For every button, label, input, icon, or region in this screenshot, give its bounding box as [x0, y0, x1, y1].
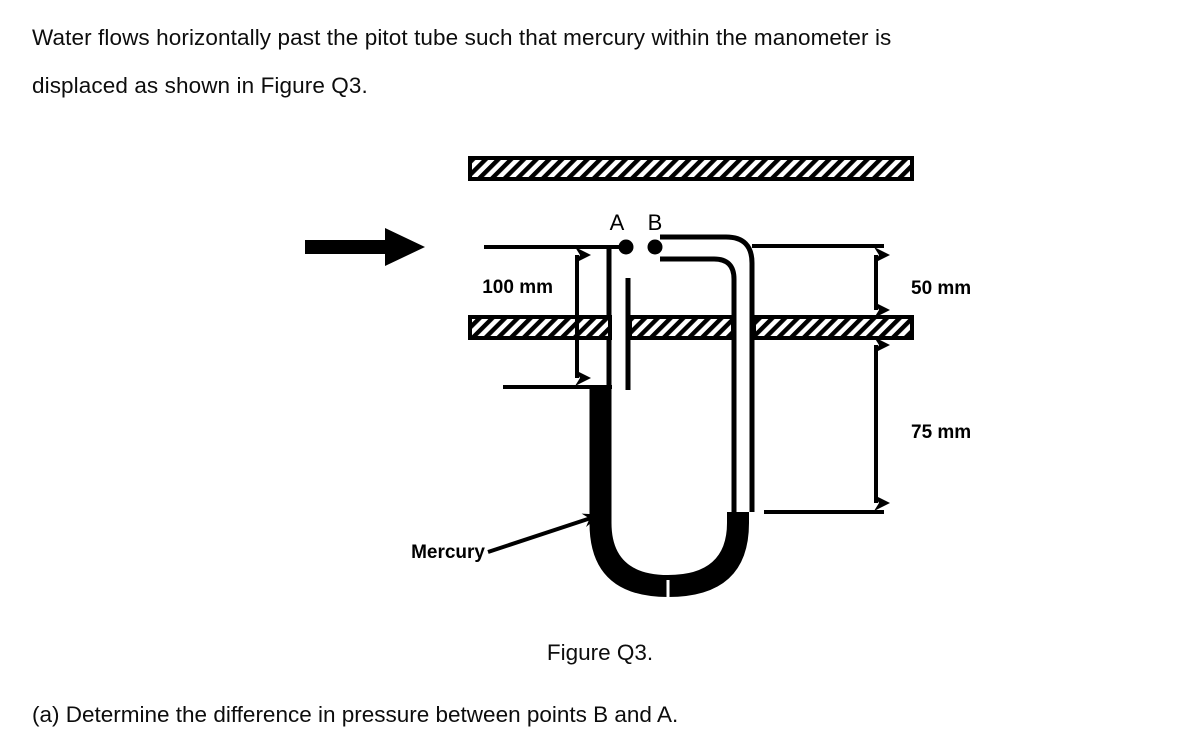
upper-pipe-wall	[468, 156, 914, 181]
mercury-annotation-label: Mercury	[411, 542, 485, 563]
lower-wall-segment-3	[752, 315, 914, 340]
pitot-tube-outer-wall	[660, 234, 755, 512]
lower-pipe-wall	[468, 315, 914, 340]
leader-arrow-icon	[487, 513, 601, 554]
point-a-label: A	[610, 210, 625, 235]
dimension-50mm-label: 50 mm	[911, 278, 971, 299]
point-a-dot	[618, 239, 634, 255]
figure-diagram: A B	[0, 120, 1200, 630]
point-b-dot	[647, 239, 663, 255]
pitot-tube	[660, 234, 755, 512]
dimension-50mm	[752, 244, 890, 318]
dimension-100mm	[503, 247, 612, 389]
point-b-label: B	[648, 210, 663, 235]
manometer-left-leg-lower	[606, 338, 631, 390]
mercury-leader-line	[487, 513, 601, 554]
dimension-100mm-label: 100 mm	[482, 277, 553, 298]
point-b-marker	[647, 239, 663, 255]
intro-line-2: displaced as shown in Figure Q3.	[32, 73, 368, 98]
dimension-75mm	[764, 337, 890, 514]
flow-arrow-shape	[305, 228, 425, 266]
pitot-manometer-drawing: A B	[305, 156, 971, 597]
intro-paragraph: Water flows horizontally past the pitot …	[32, 14, 1182, 110]
lower-wall-segment-1	[468, 315, 612, 340]
intro-line-1: Water flows horizontally past the pitot …	[32, 25, 892, 50]
pitot-tube-inner-wall	[660, 256, 737, 512]
flow-arrow-right-icon	[305, 228, 425, 266]
dimension-75mm-label: 75 mm	[911, 422, 971, 443]
question-part-a: (a) Determine the difference in pressure…	[32, 702, 679, 727]
figure-caption: Figure Q3.	[546, 640, 654, 665]
mercury-column	[589, 387, 749, 597]
upper-wall-hatch	[468, 156, 914, 181]
mercury-fill-shape	[589, 387, 749, 597]
lower-wall-segment-2	[628, 315, 735, 340]
point-a-marker	[618, 239, 634, 255]
